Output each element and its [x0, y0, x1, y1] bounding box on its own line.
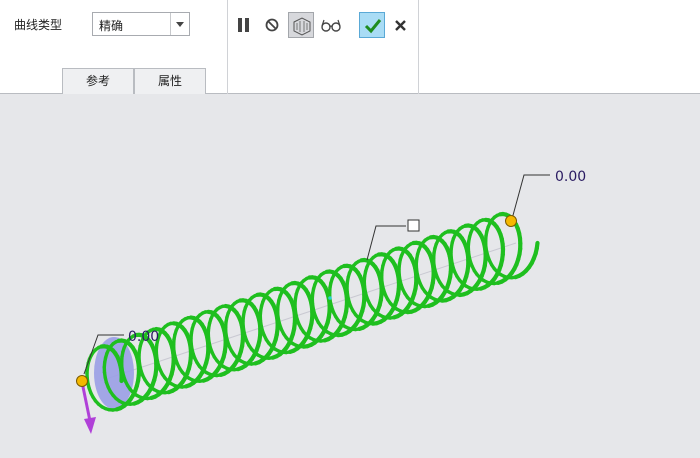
stop-button[interactable]	[259, 12, 285, 38]
group-divider	[227, 0, 228, 94]
curve-type-label: 曲线类型	[14, 18, 63, 32]
end-dimension[interactable]: 0.00	[555, 169, 586, 185]
spring-coil-segment	[154, 326, 162, 332]
preview-button[interactable]	[288, 12, 314, 38]
cancel-button[interactable]	[388, 12, 414, 38]
spring-coils-back	[85, 212, 518, 412]
verify-glasses-button[interactable]	[318, 12, 344, 38]
spring-coil-segment	[188, 315, 196, 321]
spring-coil-segment	[206, 309, 214, 315]
helix-axis	[99, 242, 517, 382]
close-icon	[395, 20, 406, 31]
group-divider	[418, 0, 419, 94]
start-dim-leader	[83, 334, 124, 375]
tab-properties[interactable]: 属性	[134, 68, 206, 94]
ok-button[interactable]	[359, 12, 385, 38]
graphics-viewport[interactable]: 0.00 0.00	[0, 95, 700, 458]
chevron-down-icon[interactable]	[170, 13, 189, 35]
spring-coil-segment	[483, 217, 491, 223]
spring-coil-segment	[223, 303, 231, 309]
pause-button[interactable]	[231, 12, 257, 38]
spring-coil-segment	[171, 321, 179, 326]
end-drag-handle[interactable]	[505, 215, 517, 227]
ribbon: 曲线类型 精确 参考 属性	[0, 0, 700, 94]
center-marker	[328, 296, 332, 300]
preview-wireframe-icon	[293, 17, 311, 36]
pitch-box-marker[interactable]	[407, 219, 420, 232]
curve-type-select[interactable]: 精确	[92, 12, 190, 36]
end-dim-leader	[511, 174, 550, 220]
start-drag-handle[interactable]	[76, 375, 88, 387]
start-dimension[interactable]: 0.00	[128, 329, 159, 345]
tab-references[interactable]: 参考	[62, 68, 134, 94]
direction-arrow-shaft	[80, 381, 92, 422]
spring-coil-segment	[534, 240, 540, 251]
checkmark-icon	[364, 19, 382, 34]
pitch-leader	[366, 225, 406, 261]
glasses-icon	[321, 19, 341, 32]
pause-icon	[238, 18, 249, 32]
direction-arrow-icon[interactable]	[84, 417, 96, 434]
curve-type-value: 精确	[99, 19, 124, 33]
no-entry-icon	[265, 18, 279, 32]
